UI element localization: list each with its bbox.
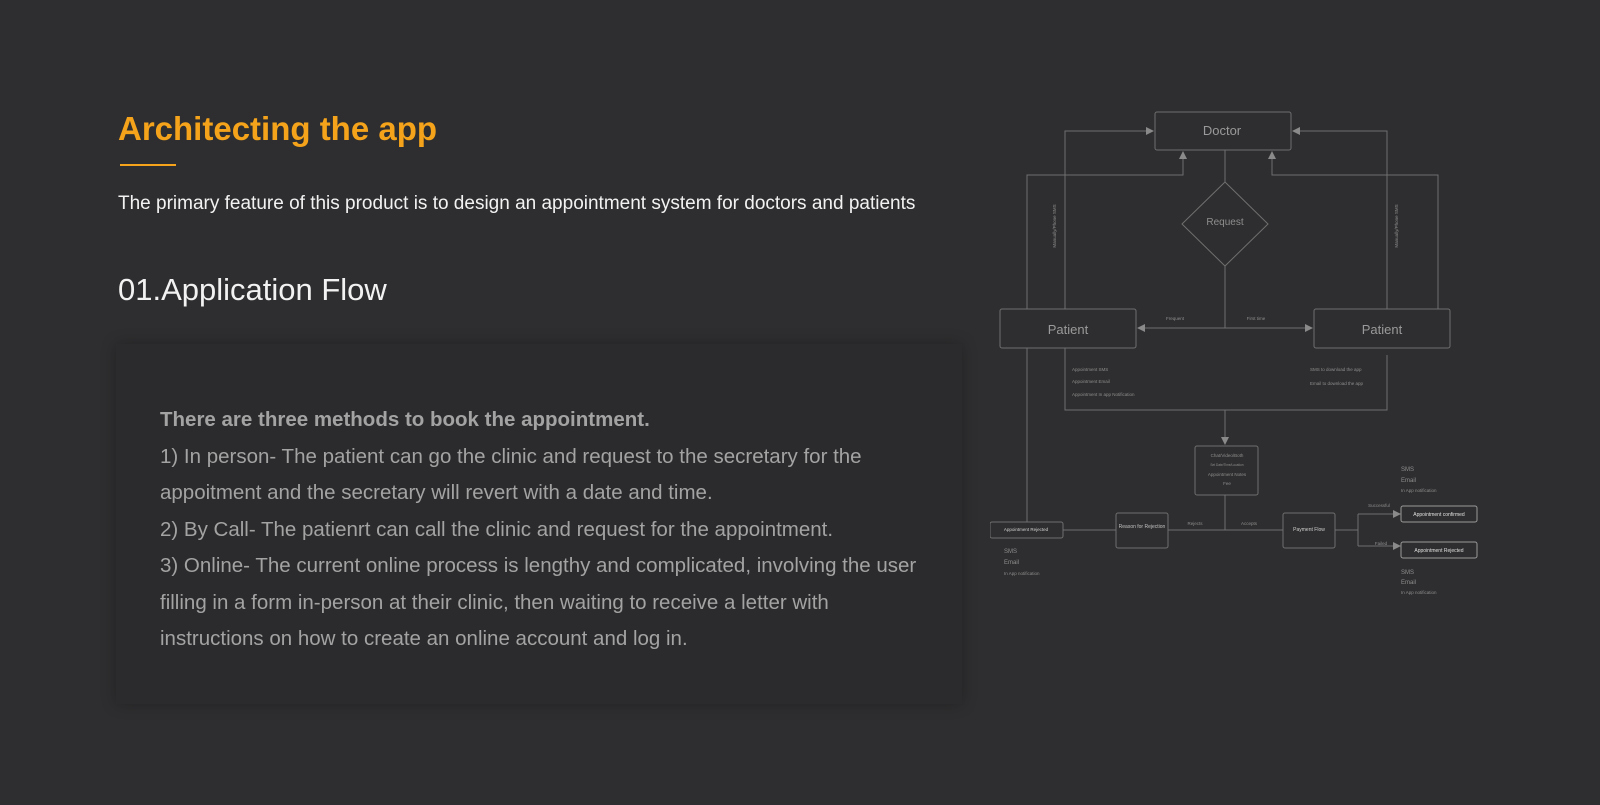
payment-flow-label: Payment Flow — [1293, 527, 1325, 533]
method-by-call: 2) By Call- The patienrt can call the cl… — [160, 517, 834, 541]
appointment-confirmed-label: Appointment confirmed — [1413, 512, 1465, 518]
reason-for-rejection-label: Reason for Rejection — [1119, 524, 1166, 530]
note-right-sms: SMS to download the app — [1310, 367, 1362, 372]
center-notes-label: Appointment Notes — [1208, 472, 1247, 477]
first-time-label: First time — [1247, 316, 1266, 321]
notify-bottom-right-email: Email — [1401, 580, 1416, 586]
page-title: Architecting the app — [118, 110, 438, 147]
center-fee-label: Fee — [1223, 481, 1231, 486]
patient-left-label: Patient — [1048, 322, 1089, 337]
patient-right-label: Patient — [1362, 322, 1403, 337]
appointment-rejected-right-label: Appointment Rejected — [1414, 548, 1463, 554]
rejects-label: Rejects — [1187, 521, 1203, 526]
notify-bottom-right-sms: SMS — [1401, 570, 1414, 576]
method-online: 3) Online- The current online process is… — [160, 554, 917, 650]
notify-left-sms: SMS — [1004, 549, 1017, 555]
methods-text: There are three methods to book the appo… — [160, 402, 920, 658]
application-flow-diagram: Doctor Request Patient Patient Frequent … — [990, 111, 1478, 595]
methods-heading: There are three methods to book the appo… — [160, 408, 650, 431]
section-title: 01.Application Flow — [118, 272, 387, 307]
reason-for-rejection-node — [1115, 512, 1169, 549]
notify-top-right-email: Email — [1401, 478, 1416, 484]
notify-left-inapp: In App notification — [1004, 571, 1040, 576]
page-subtitle: The primary feature of this product is t… — [118, 193, 916, 214]
note-left-sms: Appointment SMS — [1072, 367, 1108, 372]
center-datetime-label: Set Date/Time/Location — [1210, 463, 1243, 467]
notify-left-email: Email — [1004, 560, 1019, 566]
appointment-rejected-left-label: Appointment Rejected — [1004, 527, 1049, 532]
successful-label: Successful — [1368, 503, 1390, 508]
doctor-node — [1154, 111, 1292, 151]
title-underline — [120, 164, 176, 166]
notify-bottom-right-inapp: In App notification — [1401, 590, 1437, 595]
note-left-inapp: Appointment In app Notification — [1072, 392, 1135, 397]
failed-label: Failed — [1375, 541, 1388, 546]
note-right-email: Email to download the app — [1310, 381, 1364, 386]
appointment-rejected-right-node — [1400, 541, 1478, 559]
appointment-details-node — [1194, 445, 1259, 496]
center-chat-label: Chat/Video/Both — [1211, 453, 1244, 458]
note-left-email: Appointment Email — [1072, 379, 1110, 384]
reason-for-rejection-text: Reason for Rejection — [1119, 524, 1166, 530]
method-in-person: 1) In person- The patient can go the cli… — [160, 444, 862, 505]
patient-left-node — [999, 308, 1137, 349]
methods-card: There are three methods to book the appo… — [116, 344, 962, 704]
appointment-confirmed-node — [1400, 505, 1478, 523]
notify-top-right-sms: SMS — [1401, 467, 1414, 473]
doctor-label: Doctor — [1203, 123, 1242, 138]
side-label-right: Manually/Phone SMS — [1394, 204, 1399, 247]
patient-right-node — [1313, 308, 1451, 349]
accepts-label: Accepts — [1241, 521, 1258, 526]
request-label: Request — [1206, 217, 1243, 228]
notify-top-right-inapp: In App notification — [1401, 488, 1437, 493]
frequent-label: Frequent — [1166, 316, 1185, 321]
side-label-left: Manually/Phone SMS — [1052, 204, 1057, 247]
